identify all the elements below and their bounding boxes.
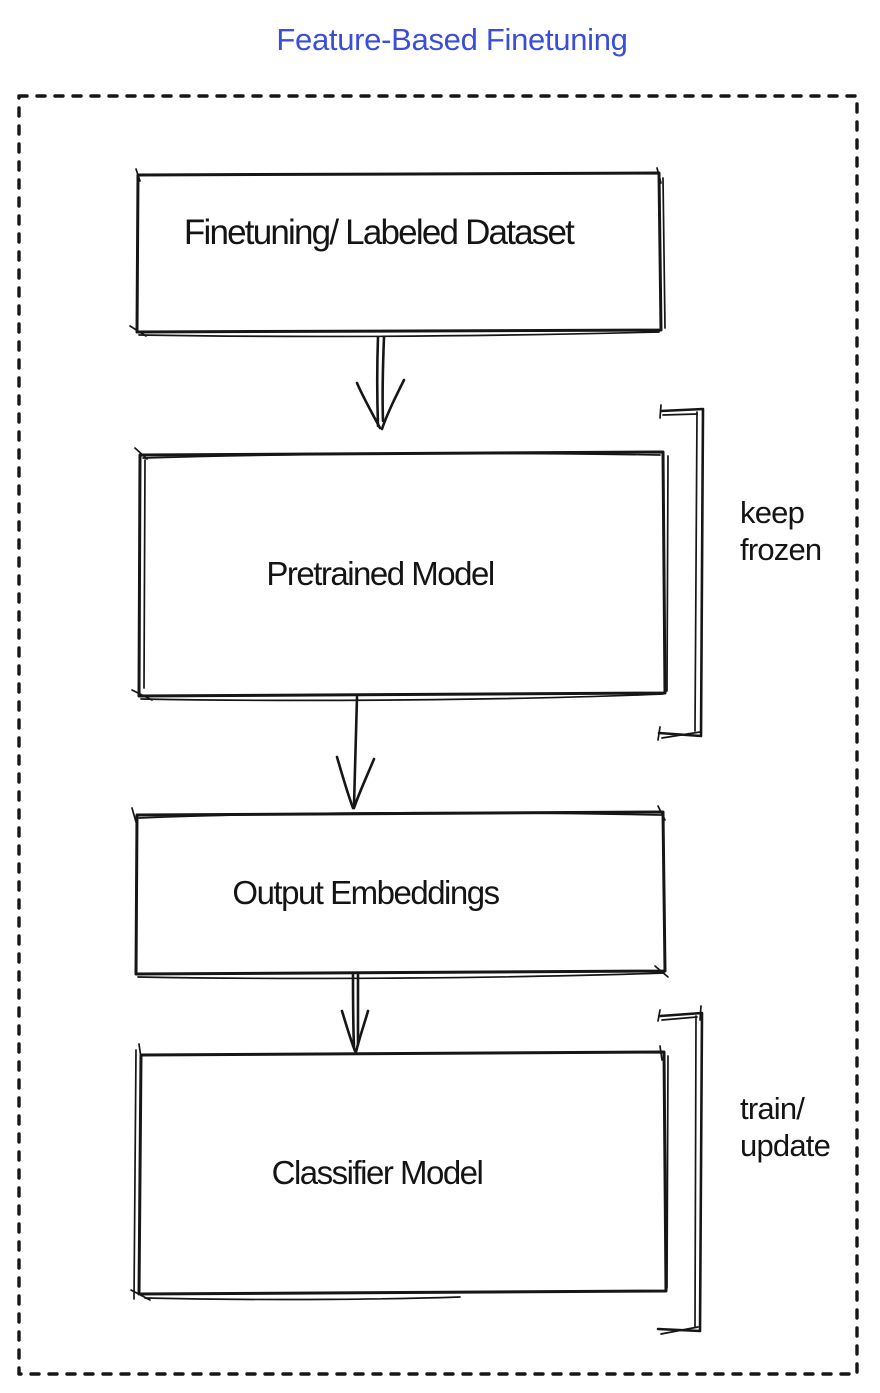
pretrained-box-shape [131,447,669,702]
keep-frozen-line2: frozen [740,532,822,567]
diagram-border [17,94,859,1376]
keep-frozen-bracket [657,404,705,741]
arrow-pretrained-to-embeddings [335,695,376,810]
train-update-line1: train/ [740,1091,805,1126]
pretrained-box-label: Pretrained Model [139,453,665,694]
embeddings-box-label: Output Embeddings [137,813,664,973]
keep-frozen-note: keep frozen [740,494,822,568]
keep-frozen-line1: keep [740,495,805,530]
classifier-box-shape [130,1043,669,1301]
classifier-box-label: Classifier Model [140,1053,664,1293]
train-update-bracket [656,1005,704,1335]
embeddings-box-label-text: Output Embeddings [232,874,500,911]
train-update-note: train/ update [740,1090,831,1164]
classifier-box-label-text: Classifier Model [271,1154,484,1191]
train-update-line2: update [740,1128,831,1163]
pretrained-box-label-text: Pretrained Model [266,554,495,592]
embeddings-box-shape [131,805,669,980]
dataset-box-shape [129,167,666,338]
diagram-title: Feature-Based Finetuning [276,22,628,57]
arrow-dataset-to-pretrained [355,335,406,431]
dataset-box-label: Finetuning/ Labeled Dataset [137,173,660,332]
arrow-embeddings-to-classifier [340,973,370,1054]
dataset-box-label-text: Finetuning/ Labeled Dataset [183,212,575,252]
